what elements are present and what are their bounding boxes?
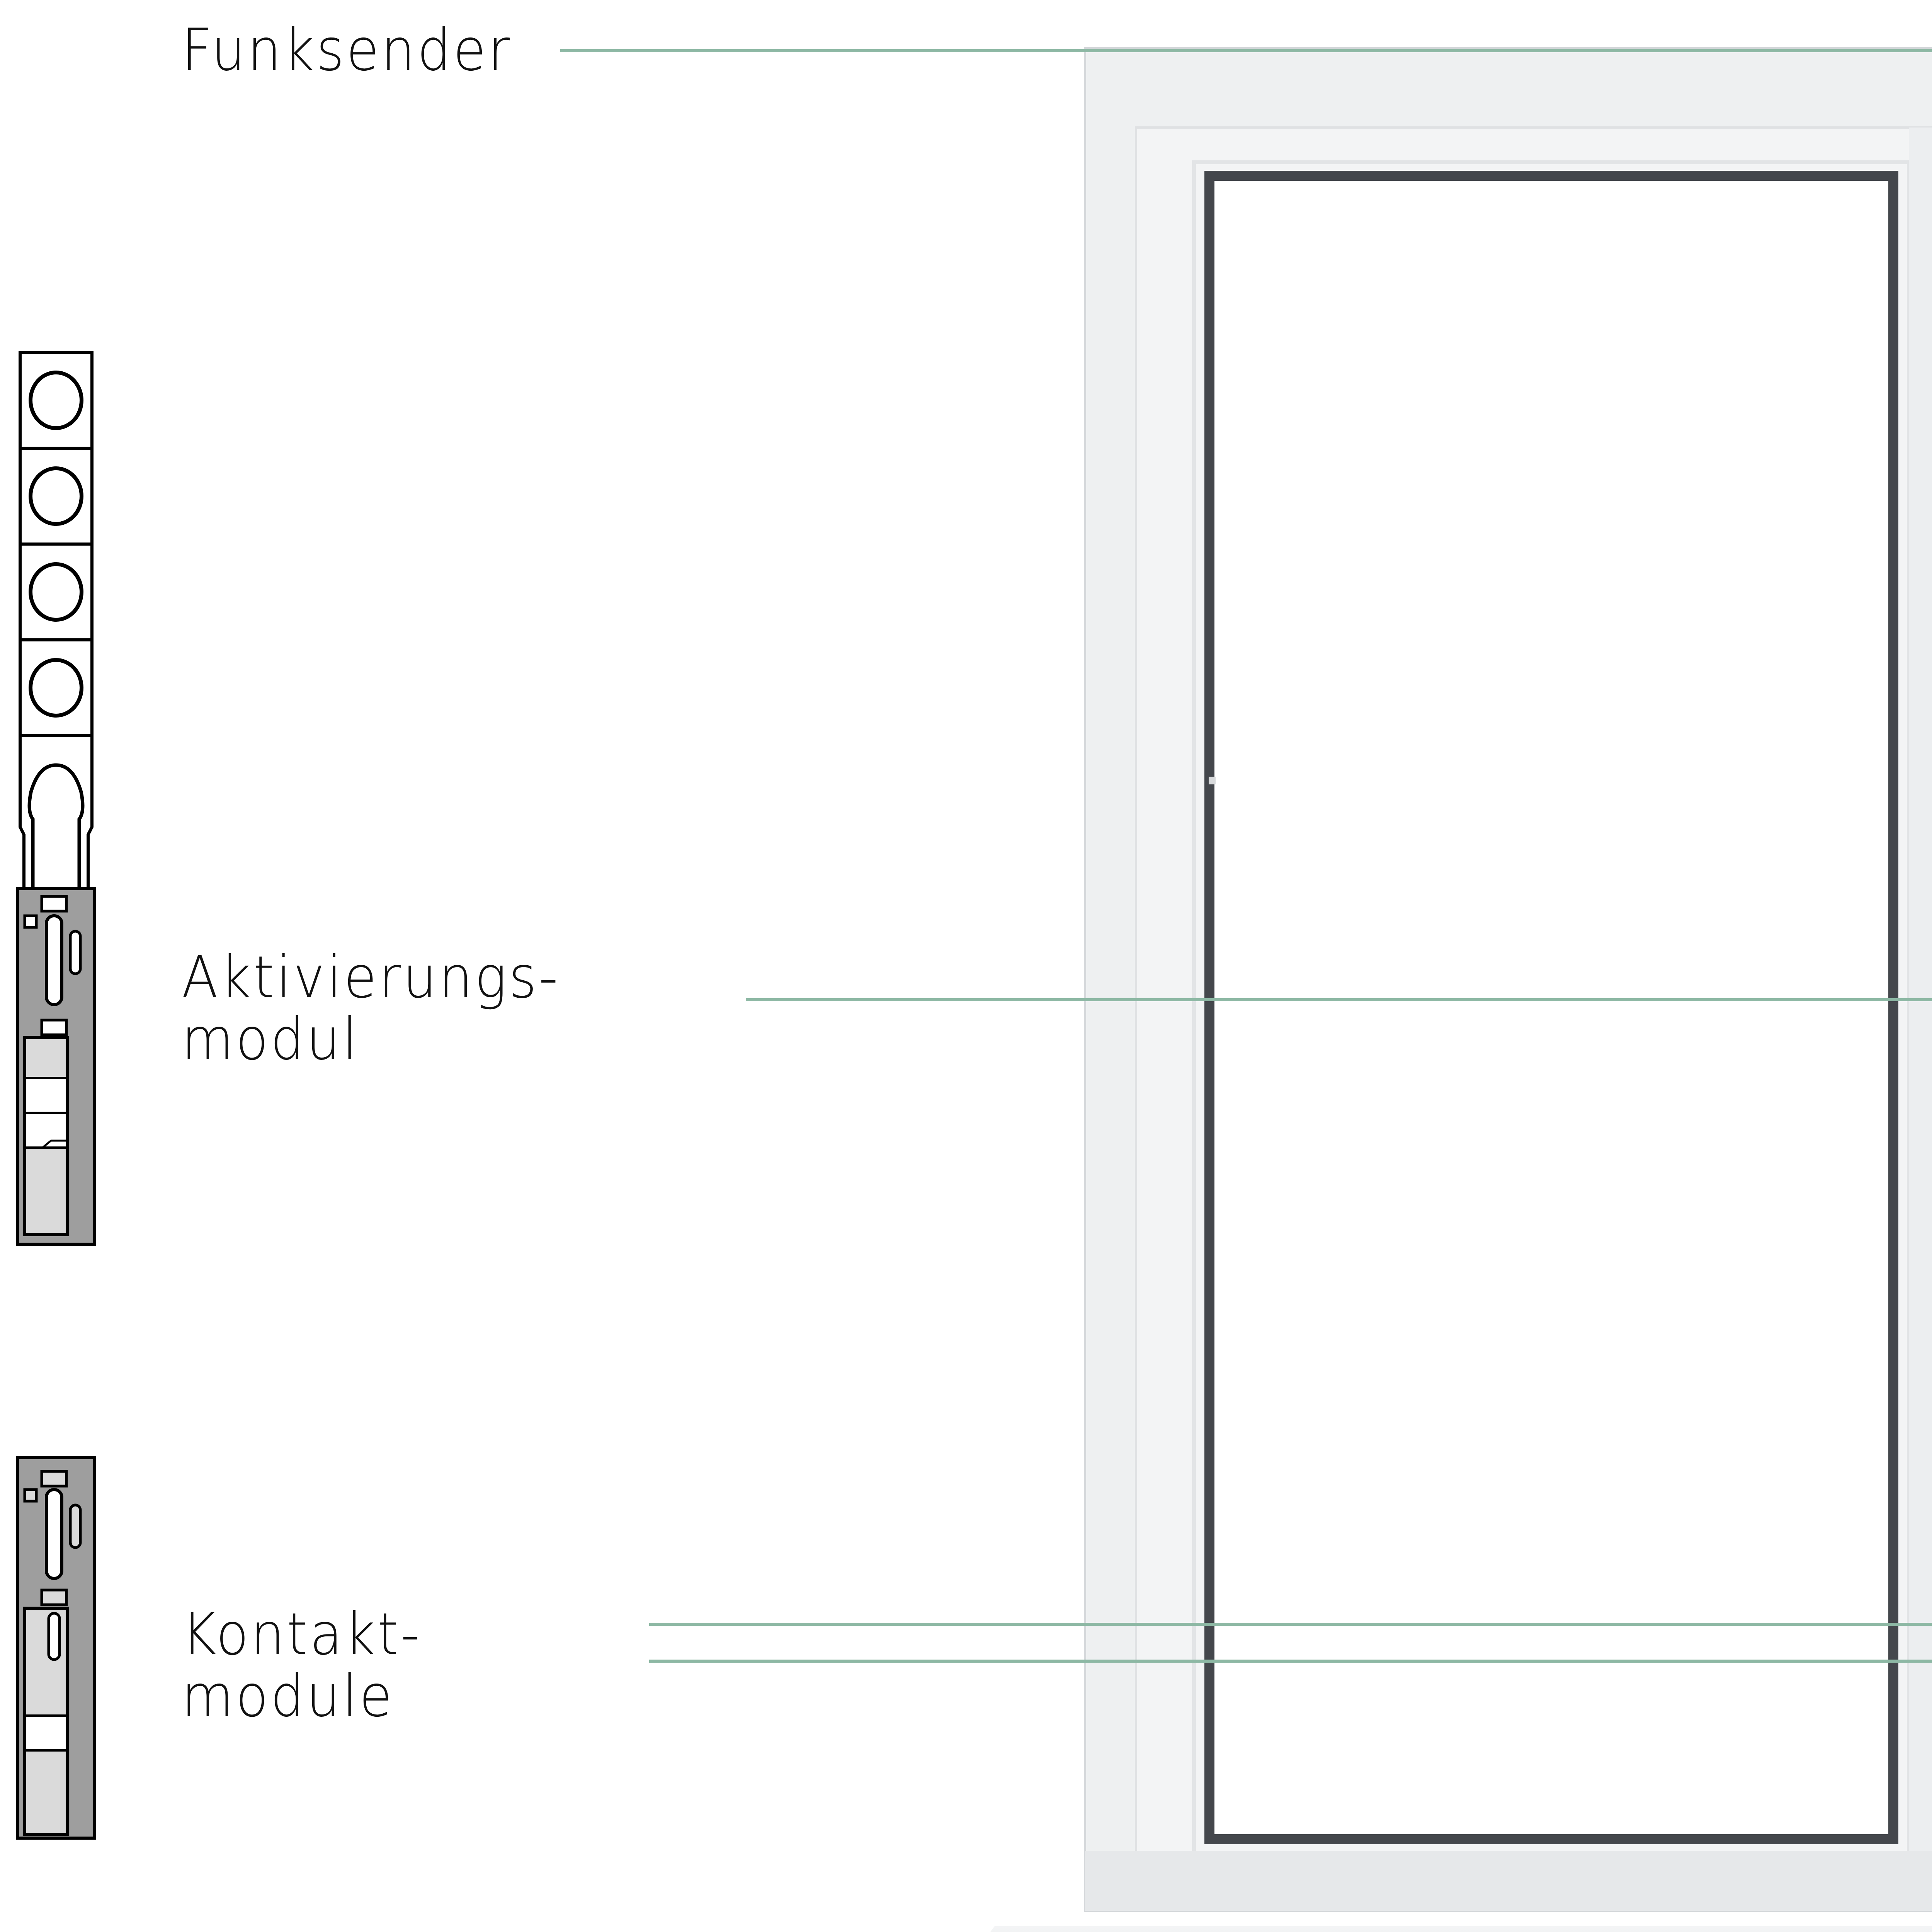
activation-module-diagram-icon [15,348,97,1248]
label-kontaktmodule-line2: module [182,1663,395,1730]
label-aktivierungsmodul: Aktivierungs- modul [182,947,560,1070]
contact-module-diagram-icon [15,1453,97,1843]
callout-line-kontaktmodul-sash [649,1660,1932,1663]
label-aktivierungsmodul-line1: Aktivierungs- [182,944,560,1011]
callout-line-kontaktmodul-fixed [649,1623,1932,1626]
window-sill [983,1926,1932,1932]
label-kontaktmodule: Kontakt- module [182,1604,422,1727]
label-funksender: Funksender [182,17,512,84]
callout-line-funksender [560,49,1932,52]
label-aktivierungsmodul-line2: modul [182,1006,359,1073]
label-kontaktmodule-line1: Kontakt- [182,1601,422,1668]
callout-line-aktivierungsmodul [746,998,1932,1001]
